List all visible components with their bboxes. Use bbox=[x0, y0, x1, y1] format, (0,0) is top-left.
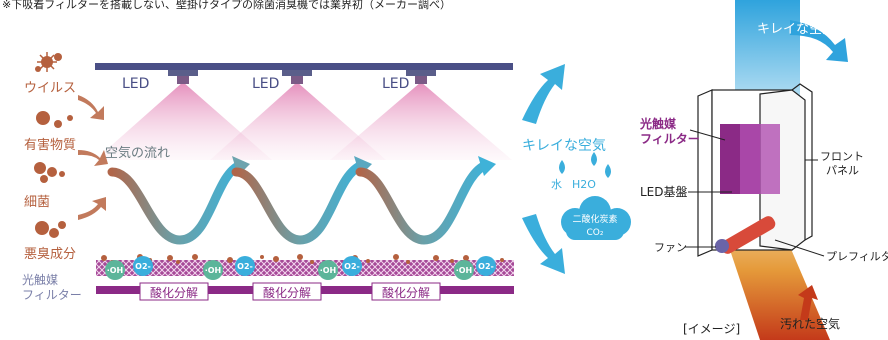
front-panel-label-1: フロント bbox=[820, 150, 864, 163]
odor-icon bbox=[35, 221, 66, 238]
airflow-label: 空気の流れ bbox=[105, 145, 170, 161]
led-label-2: LED bbox=[252, 76, 279, 92]
co2-label: 二酸化炭素 bbox=[572, 213, 617, 225]
dirty-air-arrow-icon bbox=[798, 285, 818, 320]
radical-oh-1: ·OH bbox=[107, 266, 124, 275]
radical-o2-2: O2- bbox=[237, 262, 253, 271]
front-panel-label-2: パネル bbox=[826, 164, 859, 177]
device-clean-air-label: キレイな空気 bbox=[757, 21, 835, 37]
pollutant-bacteria: 細菌 bbox=[24, 195, 50, 210]
virus-icon bbox=[35, 52, 62, 72]
bacteria-icon bbox=[34, 162, 65, 183]
device-photocatalyst-label-1: 光触媒 bbox=[639, 116, 677, 131]
dirty-air-label: 汚れた空気 bbox=[780, 316, 840, 331]
fan-icon bbox=[715, 216, 776, 254]
led-light-cones bbox=[95, 82, 512, 160]
oxidation-label-1: 酸化分解 bbox=[150, 285, 198, 300]
led-fixtures bbox=[168, 70, 436, 84]
device-photocatalyst-label-2: フィルター bbox=[640, 132, 700, 146]
oxidation-label-2: 酸化分解 bbox=[263, 285, 311, 300]
co2-formula: CO₂ bbox=[587, 228, 604, 238]
harmful-substance-icon bbox=[36, 111, 73, 128]
radical-oh-4: ·OH bbox=[456, 266, 473, 275]
filter-label-line1: 光触媒 bbox=[22, 273, 58, 287]
inflow-arrows bbox=[78, 95, 108, 220]
photocatalyst-panel-back bbox=[740, 124, 780, 194]
filter-mesh bbox=[96, 260, 514, 276]
pollutant-harmful: 有害物質 bbox=[24, 137, 76, 153]
h2o-label: H2O bbox=[572, 178, 596, 191]
radical-oh-3: ·OH bbox=[320, 266, 337, 275]
airflow-waves bbox=[107, 156, 496, 245]
fan-label: ファン bbox=[654, 241, 687, 254]
led-board-label: LED基盤 bbox=[640, 185, 688, 199]
radical-o2-4: O2- bbox=[478, 262, 494, 271]
clean-air-arrows bbox=[522, 64, 565, 274]
pollutant-icons bbox=[34, 52, 73, 238]
pollutant-virus: ウイルス bbox=[24, 81, 76, 96]
water-label: 水 bbox=[551, 178, 562, 191]
oxidation-labels bbox=[139, 282, 441, 301]
radical-o2-1: O2- bbox=[135, 262, 151, 271]
water-drop-icons bbox=[559, 152, 611, 178]
clean-air-arrow-icon bbox=[790, 20, 848, 62]
radicals bbox=[105, 256, 496, 280]
clean-air-label: キレイな空気 bbox=[522, 138, 606, 154]
led-label-1: LED bbox=[122, 76, 149, 92]
photocatalyst-leader bbox=[689, 129, 726, 141]
prefilter-leader bbox=[774, 239, 825, 257]
co2-cloud-icon bbox=[561, 196, 631, 240]
image-caption: [イメージ] bbox=[683, 322, 740, 336]
filter-label-line2: フィルター bbox=[22, 288, 82, 302]
footnote: ※下吸着フィルターを搭載しない、壁掛けタイプの除菌消臭機では業界初（メーカー調べ… bbox=[2, 0, 451, 11]
radical-o2-3: O2- bbox=[344, 262, 360, 271]
led-label-3: LED bbox=[382, 76, 409, 92]
pollutant-odor: 悪臭成分 bbox=[24, 247, 76, 262]
radical-oh-2: ·OH bbox=[205, 266, 222, 275]
oxidation-label-3: 酸化分解 bbox=[382, 285, 430, 300]
prefilter-label: プレフィルター bbox=[826, 250, 888, 263]
led-rail bbox=[95, 63, 513, 70]
